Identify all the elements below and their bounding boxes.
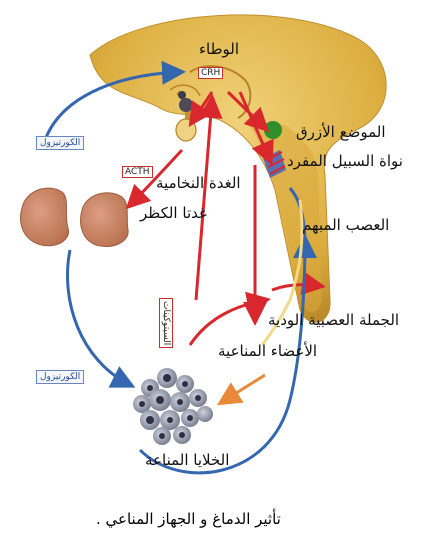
- pituitary-label: الغدة النخامية: [156, 174, 241, 192]
- solitary-nucleus-label: نواة السبيل المفرد: [287, 152, 403, 170]
- immune-organs-label: الأعضاء المناعية: [218, 342, 318, 360]
- crh-label: CRH: [198, 67, 224, 79]
- adrenal-gland-right: [80, 192, 129, 247]
- sympathetic-nerve-line: [260, 199, 304, 346]
- adrenal-gland-left: [20, 187, 70, 247]
- cytokines-label: السيتوكينات: [159, 298, 173, 349]
- locus-coeruleus-dot: [264, 121, 282, 139]
- adrenal-label: غدتا الكظر: [140, 204, 207, 222]
- immune-cells-cluster: [133, 368, 213, 445]
- vagus-label: العصب المبهم: [302, 216, 390, 234]
- acth-label: ACTH: [122, 166, 153, 178]
- locus-coeruleus-label: الموضع الأزرق: [296, 123, 386, 141]
- sympathetic-label: الجملة العصبية الودية: [268, 311, 400, 329]
- immune-cells-label: الخلايا المناعة: [145, 451, 230, 469]
- hypothalamus-label: الوطاء: [199, 40, 240, 58]
- caption: تأثير الدماغ و الجهاز المناعي .: [96, 510, 281, 528]
- orange-arrows: [216, 373, 266, 406]
- cortisol-bottom-label: الكورتيزول: [36, 370, 85, 384]
- cortisol-top-label: الكورتيزول: [36, 136, 85, 150]
- red-arrows: [125, 90, 326, 346]
